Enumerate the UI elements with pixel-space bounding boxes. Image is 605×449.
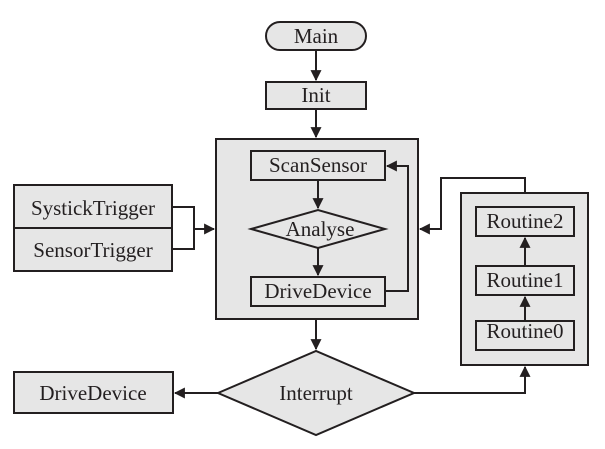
routine1-label: Routine1 [487,268,564,292]
analyse-diamond [247,208,389,250]
sensor-trigger-label: SensorTrigger [33,238,152,262]
scan-sensor-box [250,150,386,181]
routine2-box [475,206,575,237]
systick-trigger-label: SystickTrigger [31,196,155,220]
analyse-label: Analyse [286,217,355,241]
init-label: Init [301,83,330,107]
arrow-sensor-to-loop [172,229,195,250]
scan-sensor-label: ScanSensor [269,153,367,177]
drive-device-inner-label: DriveDevice [264,279,371,303]
arrow-routine-to-loop [418,177,526,235]
main-label: Main [294,24,339,48]
arrow-interrupt-to-routine [414,365,531,394]
drive-device-output-box [13,371,174,414]
init-box [265,81,367,110]
interrupt-label: Interrupt [279,381,353,405]
drive-device-inner-box [250,276,386,307]
drive-device-output-label: DriveDevice [39,381,146,405]
routine0-label: Routine0 [487,319,564,343]
arrow-systick-to-loop [172,206,216,235]
routine2-label: Routine2 [487,209,564,233]
arrow-loop-back [385,160,409,292]
